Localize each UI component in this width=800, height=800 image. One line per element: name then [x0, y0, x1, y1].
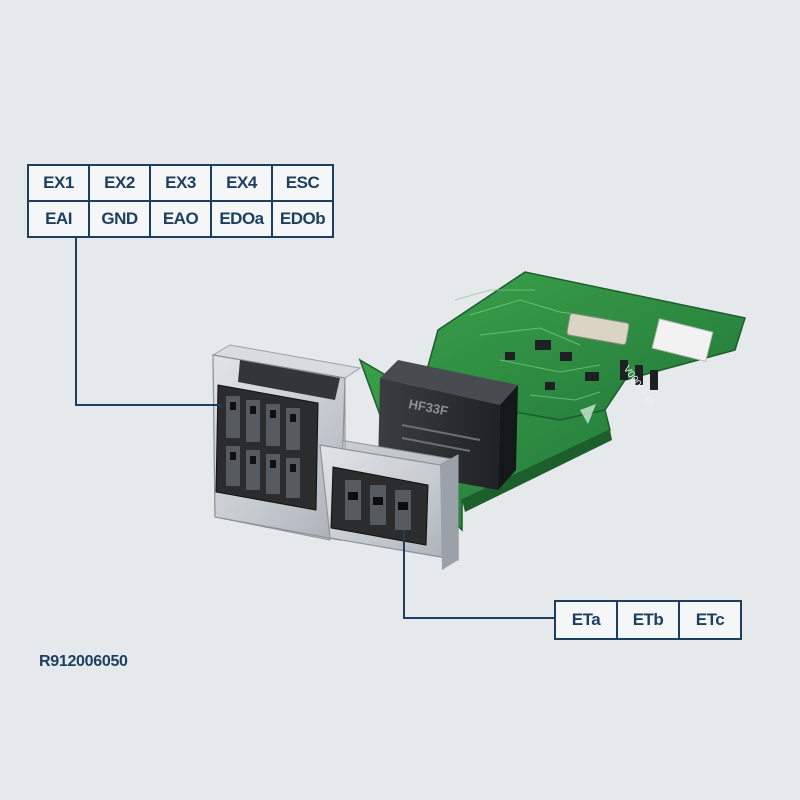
- serial-label: [651, 318, 714, 362]
- part-number: R912006050: [39, 653, 128, 670]
- pin-label: ESC: [271, 164, 334, 202]
- pin-label: GND: [88, 200, 151, 238]
- pin-label: ETc: [678, 600, 742, 640]
- pin-label: EAO: [149, 200, 212, 238]
- chip: [566, 312, 630, 346]
- pin-label: EX2: [88, 164, 151, 202]
- pcb-components: [505, 340, 658, 390]
- pin-label: EX1: [27, 164, 90, 202]
- pin-label: EDOb: [271, 200, 334, 238]
- pin-label-table-top: EX1 EX2 EX3 EX4 ESC EAI GND EAO EDOa EDO…: [27, 164, 334, 238]
- leader-line-top: [75, 234, 222, 406]
- pin-label: EAI: [27, 200, 90, 238]
- terminal-block-3pin: [330, 466, 429, 546]
- pin-label-table-bottom: ETa ETb ETc: [554, 600, 742, 640]
- relay-marking: HF33F: [407, 396, 449, 418]
- pin-label: EDOa: [210, 200, 273, 238]
- pin-label: ETb: [616, 600, 680, 640]
- pin-label: EX4: [210, 164, 273, 202]
- terminal-block-10pin: [215, 360, 340, 511]
- leader-line-bottom: [403, 530, 556, 619]
- table-row: EX1 EX2 EX3 EX4 ESC: [27, 164, 334, 202]
- warning-triangle-icon: [580, 404, 596, 424]
- pin-label: EX3: [149, 164, 212, 202]
- table-row: EAI GND EAO EDOa EDOb: [27, 200, 334, 238]
- table-row: ETa ETb ETc: [554, 600, 742, 640]
- pin-label: ETa: [554, 600, 618, 640]
